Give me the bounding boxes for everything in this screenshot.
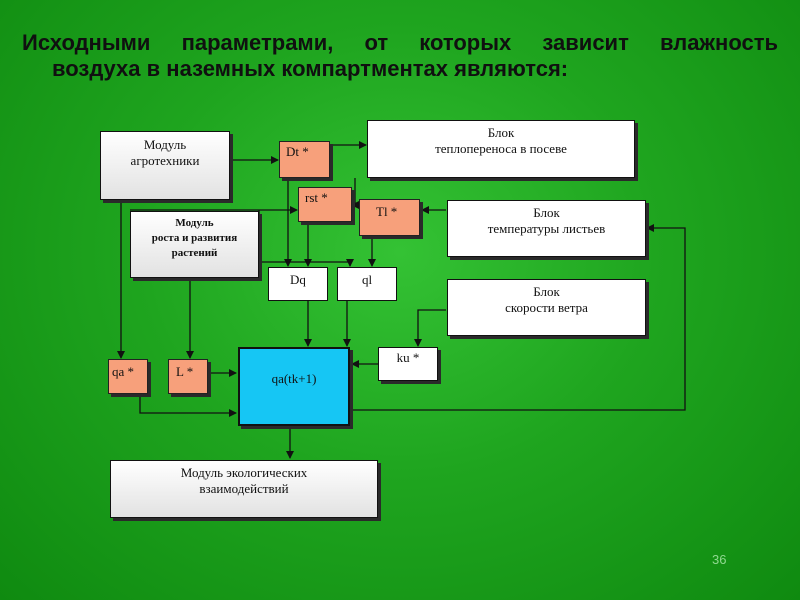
core-qa-next: qa(tk+1)	[238, 347, 350, 426]
box-label: Модуль	[143, 137, 187, 152]
param-label: Tl *	[376, 204, 398, 219]
param-l: L *	[168, 359, 208, 394]
param-label: L *	[176, 364, 194, 379]
box-label: Модуль	[175, 217, 214, 229]
box-label: Блок	[533, 205, 560, 220]
param-label: ql	[361, 272, 373, 287]
param-ku: ku *	[378, 347, 438, 381]
block-leaf-temperature: Блок температуры листьев	[447, 200, 646, 257]
title-line-2: воздуха в наземных компартментах являютс…	[52, 56, 569, 81]
box-label: Блок	[487, 125, 515, 140]
param-dq: Dq	[268, 267, 328, 301]
title-word: которых	[419, 30, 512, 55]
param-label: ku *	[396, 350, 420, 365]
param-tl: Tl *	[359, 199, 420, 236]
title-word: зависит	[542, 30, 629, 55]
title-word: параметрами,	[181, 30, 334, 55]
title-word: влажность	[659, 30, 778, 55]
connector	[258, 210, 354, 267]
title-line-1: Исходными параметрами, от которых зависи…	[22, 30, 778, 56]
core-label: qa(tk+1)	[271, 371, 317, 386]
box-label: скорости ветра	[505, 300, 588, 315]
param-label: qa *	[112, 364, 135, 379]
box-label: Модуль экологических	[180, 465, 308, 480]
param-qa: qa *	[108, 359, 148, 394]
module-ecological-interactions: Модуль экологических взаимодействий	[110, 460, 378, 518]
param-rst: rst *	[298, 187, 352, 222]
box-label: температуры листьев	[487, 221, 606, 236]
module-agrotechnics: Модуль агротехники	[100, 131, 230, 200]
box-label: взаимодействий	[199, 481, 289, 496]
box-label: агротехники	[130, 153, 200, 168]
slide-title: Исходными параметрами, от которых зависи…	[22, 30, 778, 82]
box-label: теплопереноса в посеве	[435, 141, 567, 156]
title-word: от	[364, 30, 389, 55]
block-wind-speed: Блок скорости ветра	[447, 279, 646, 336]
param-label: rst *	[305, 190, 328, 205]
page-number: 36	[712, 552, 727, 567]
param-dt: Dt *	[279, 141, 330, 178]
box-label: роста и развития	[151, 232, 238, 244]
connector	[351, 178, 359, 209]
param-label: Dt *	[286, 144, 309, 159]
block-heat-transfer: Блок теплопереноса в посеве	[367, 120, 635, 178]
box-label: растений	[171, 247, 218, 259]
connector	[139, 395, 237, 417]
connector	[414, 309, 446, 347]
connector	[350, 224, 686, 411]
param-ql: ql	[337, 267, 397, 301]
box-label: Блок	[533, 284, 560, 299]
param-label: Dq	[290, 272, 306, 287]
module-plant-growth: Модуль роста и развития растений	[130, 211, 259, 278]
title-word: Исходными	[22, 30, 151, 55]
